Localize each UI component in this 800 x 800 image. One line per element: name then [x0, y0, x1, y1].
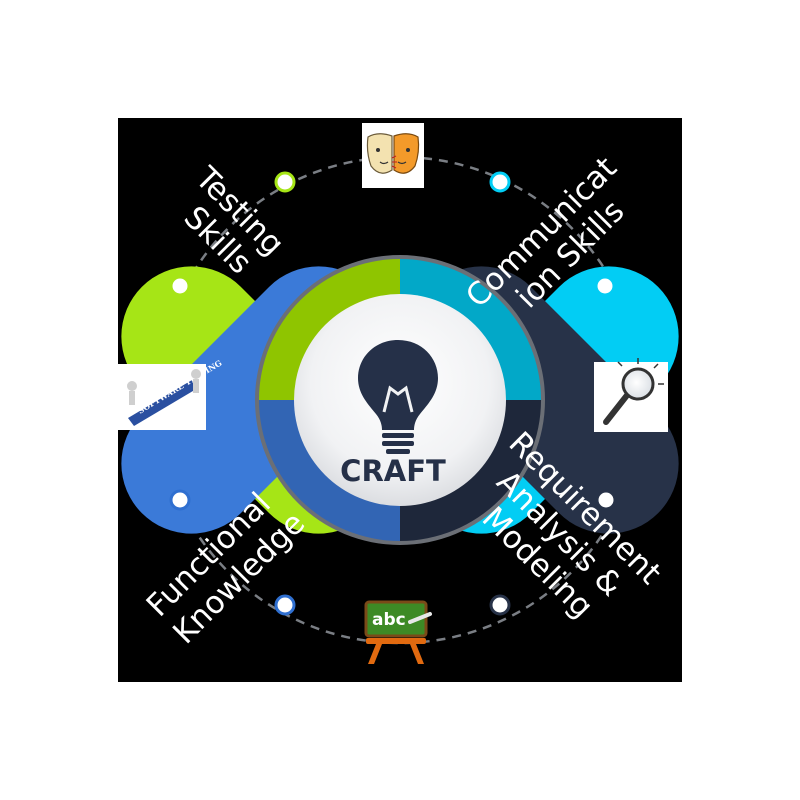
marker-functional-bottom: [274, 594, 296, 616]
chalkboard-icon: abc: [364, 600, 432, 664]
marker-testing-top: [274, 171, 296, 193]
orbit-markers: [169, 171, 617, 616]
marker-requirement-right: [595, 489, 617, 511]
talking-faces-icon: [362, 123, 424, 188]
marker-communication-right: [594, 275, 616, 297]
center-label: CRAFT: [340, 454, 446, 488]
marker-testing-left: [169, 275, 191, 297]
testing-banner-icon: SOFTWARE TESTING: [118, 357, 224, 430]
marker-requirement-bottom: [489, 594, 511, 616]
marker-functional-left: [169, 489, 191, 511]
magnifier-icon: [594, 358, 668, 432]
chalkboard-text: abc: [372, 610, 406, 630]
lightbulb-icon: [358, 340, 438, 454]
marker-communication-top: [489, 171, 511, 193]
